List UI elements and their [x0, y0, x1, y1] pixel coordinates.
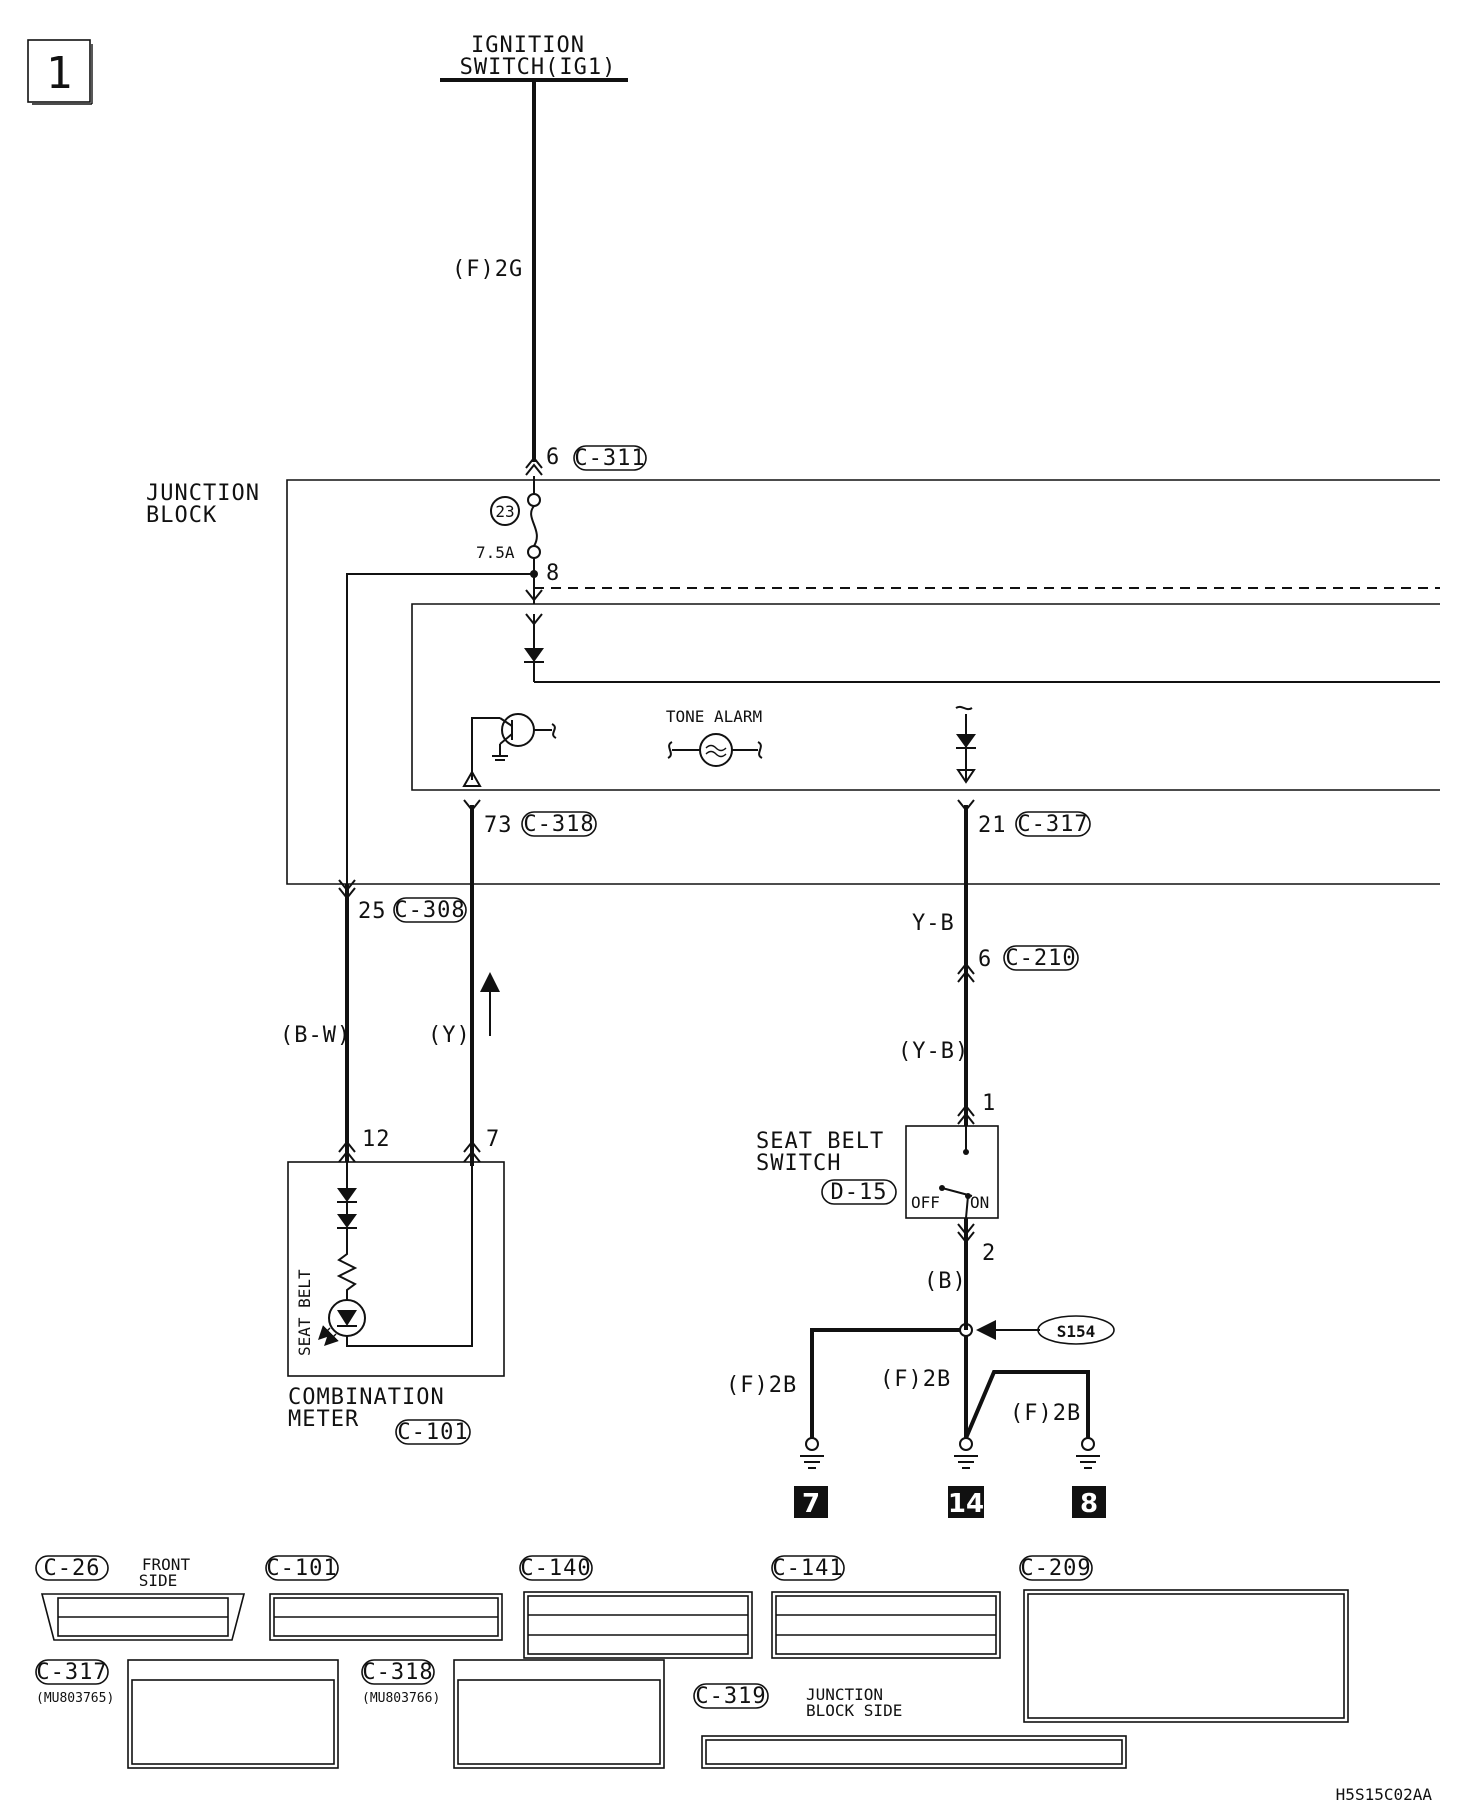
wire-label-y: (Y) [428, 1023, 471, 1048]
ignition-title-line2: SWITCH(IG1) [460, 55, 617, 80]
page-number: 1 [46, 48, 73, 99]
conn-c318: C-318 [523, 812, 594, 837]
conn-c101-meter: C-101 [397, 1420, 468, 1445]
wire-label-yb-upper: Y-B [912, 911, 955, 936]
connector-c141: C-141 [771, 1555, 1001, 1659]
connectors-c317-part: (MU803765) [36, 1691, 114, 1706]
conn-d15: D-15 [831, 1180, 888, 1205]
meter-pin-12: 12 [362, 1127, 391, 1152]
pin-25: 25 [358, 899, 387, 924]
ground-7-wire-label: (F)2B [726, 1373, 797, 1398]
switch-off: OFF [911, 1193, 940, 1212]
wire-label-bw: (B-W) [280, 1023, 351, 1048]
tone-alarm: TONE ALARM [666, 707, 763, 767]
input-diode-21 [955, 705, 976, 784]
connectors-c318-part: (MU803766) [362, 1691, 440, 1706]
wire-label-yb-mid: (Y-B) [898, 1039, 969, 1064]
seat-belt-lamp-label: SEAT BELT [295, 1269, 314, 1356]
pin-21: 21 [978, 813, 1007, 838]
meter-pin-7: 7 [486, 1127, 500, 1152]
ignition-title-line1: IGNITION [471, 33, 585, 58]
junction-block-label-line2: BLOCK [146, 503, 217, 528]
ground-number-8: 8 [1080, 1489, 1098, 1519]
tone-alarm-label: TONE ALARM [666, 707, 762, 726]
connector-c209: C-209 [1019, 1555, 1349, 1723]
seat-belt-switch: OFF ON [905, 1125, 999, 1219]
switch-label-line2: SWITCH [756, 1151, 841, 1176]
node-pin-8: 8 [546, 561, 560, 586]
ground-symbol-8: 8 [1072, 1437, 1106, 1519]
ground-8-wire-label: (F)2B [1010, 1401, 1081, 1426]
conn-c311: C-311 [574, 446, 645, 471]
conn-c308: C-308 [394, 898, 465, 923]
connector-c101: C-101 [265, 1555, 503, 1641]
conn-c317: C-317 [1017, 812, 1088, 837]
connector-c140: C-140 [519, 1555, 753, 1659]
splice-label: S154 [1057, 1322, 1096, 1341]
conn-c210: C-210 [1005, 946, 1076, 971]
pin-6-c210: 6 [978, 947, 992, 972]
wire-node8-to-meter [346, 573, 534, 884]
fuse-23: 23 7.5A [476, 476, 541, 574]
meter-label-line1: COMBINATION [288, 1385, 445, 1410]
transistor [462, 713, 557, 787]
ground-wire-8 [964, 1370, 1090, 1439]
connector-c318: C-318 (MU803766) [361, 1659, 665, 1769]
ground-symbol-14: 14 [948, 1437, 984, 1519]
connectors-c318-name: C-318 [362, 1660, 433, 1685]
junction-block: JUNCTION BLOCK [146, 479, 1440, 885]
junction-block-label-line1: JUNCTION [146, 481, 260, 506]
wire-label-b: (B) [924, 1269, 967, 1294]
connectors-c140-name: C-140 [520, 1556, 591, 1581]
fuse-rating: 7.5A [476, 543, 515, 562]
switch-on: ON [970, 1193, 989, 1212]
connectors-c26-note_line1: FRONT [142, 1555, 191, 1574]
fuse-number: 23 [495, 502, 514, 521]
ground-number-7: 7 [802, 1489, 820, 1519]
connectors-c141-name: C-141 [772, 1556, 843, 1581]
switch-label-line1: SEAT BELT [756, 1129, 884, 1154]
connectors-c319-note_line2: BLOCK SIDE [806, 1701, 902, 1720]
connectors-c319-note_line1: JUNCTION [806, 1685, 883, 1704]
ground-symbol-7: 7 [794, 1437, 828, 1519]
connectors-c101-name: C-101 [266, 1556, 337, 1581]
page-number-box: 1 [27, 39, 93, 105]
ground-number-14: 14 [948, 1489, 984, 1519]
connector-c319: C-319 JUNCTION BLOCK SIDE [693, 1683, 1127, 1769]
ground-14-wire-label: (F)2B [880, 1367, 951, 1392]
connectors-c319-name: C-319 [695, 1684, 766, 1709]
connectors-c209-name: C-209 [1020, 1556, 1091, 1581]
switch-pin-2: 2 [982, 1241, 996, 1266]
meter-label-line2: METER [288, 1407, 359, 1432]
pin-6-c311: 6 [546, 445, 560, 470]
connector-c317: C-317 (MU803765) [35, 1659, 339, 1769]
wire-label-f2g: (F)2G [452, 257, 523, 282]
pin-73: 73 [484, 813, 513, 838]
switch-pin-1: 1 [982, 1091, 996, 1116]
combination-meter: SEAT BELT [287, 1161, 505, 1377]
inner-diode [524, 613, 1440, 683]
figure-code: H5S15C02AA [1336, 1785, 1433, 1804]
ground-wire-7 [810, 1328, 960, 1438]
connectors-c317-name: C-317 [36, 1660, 107, 1685]
connectors-c26-name: C-26 [44, 1556, 101, 1581]
connectors-c26-note_line2: SIDE [139, 1571, 178, 1590]
connector-c26: C-26 FRONT SIDE [35, 1555, 246, 1641]
ignition-switch: IGNITION SWITCH(IG1) [440, 33, 628, 82]
